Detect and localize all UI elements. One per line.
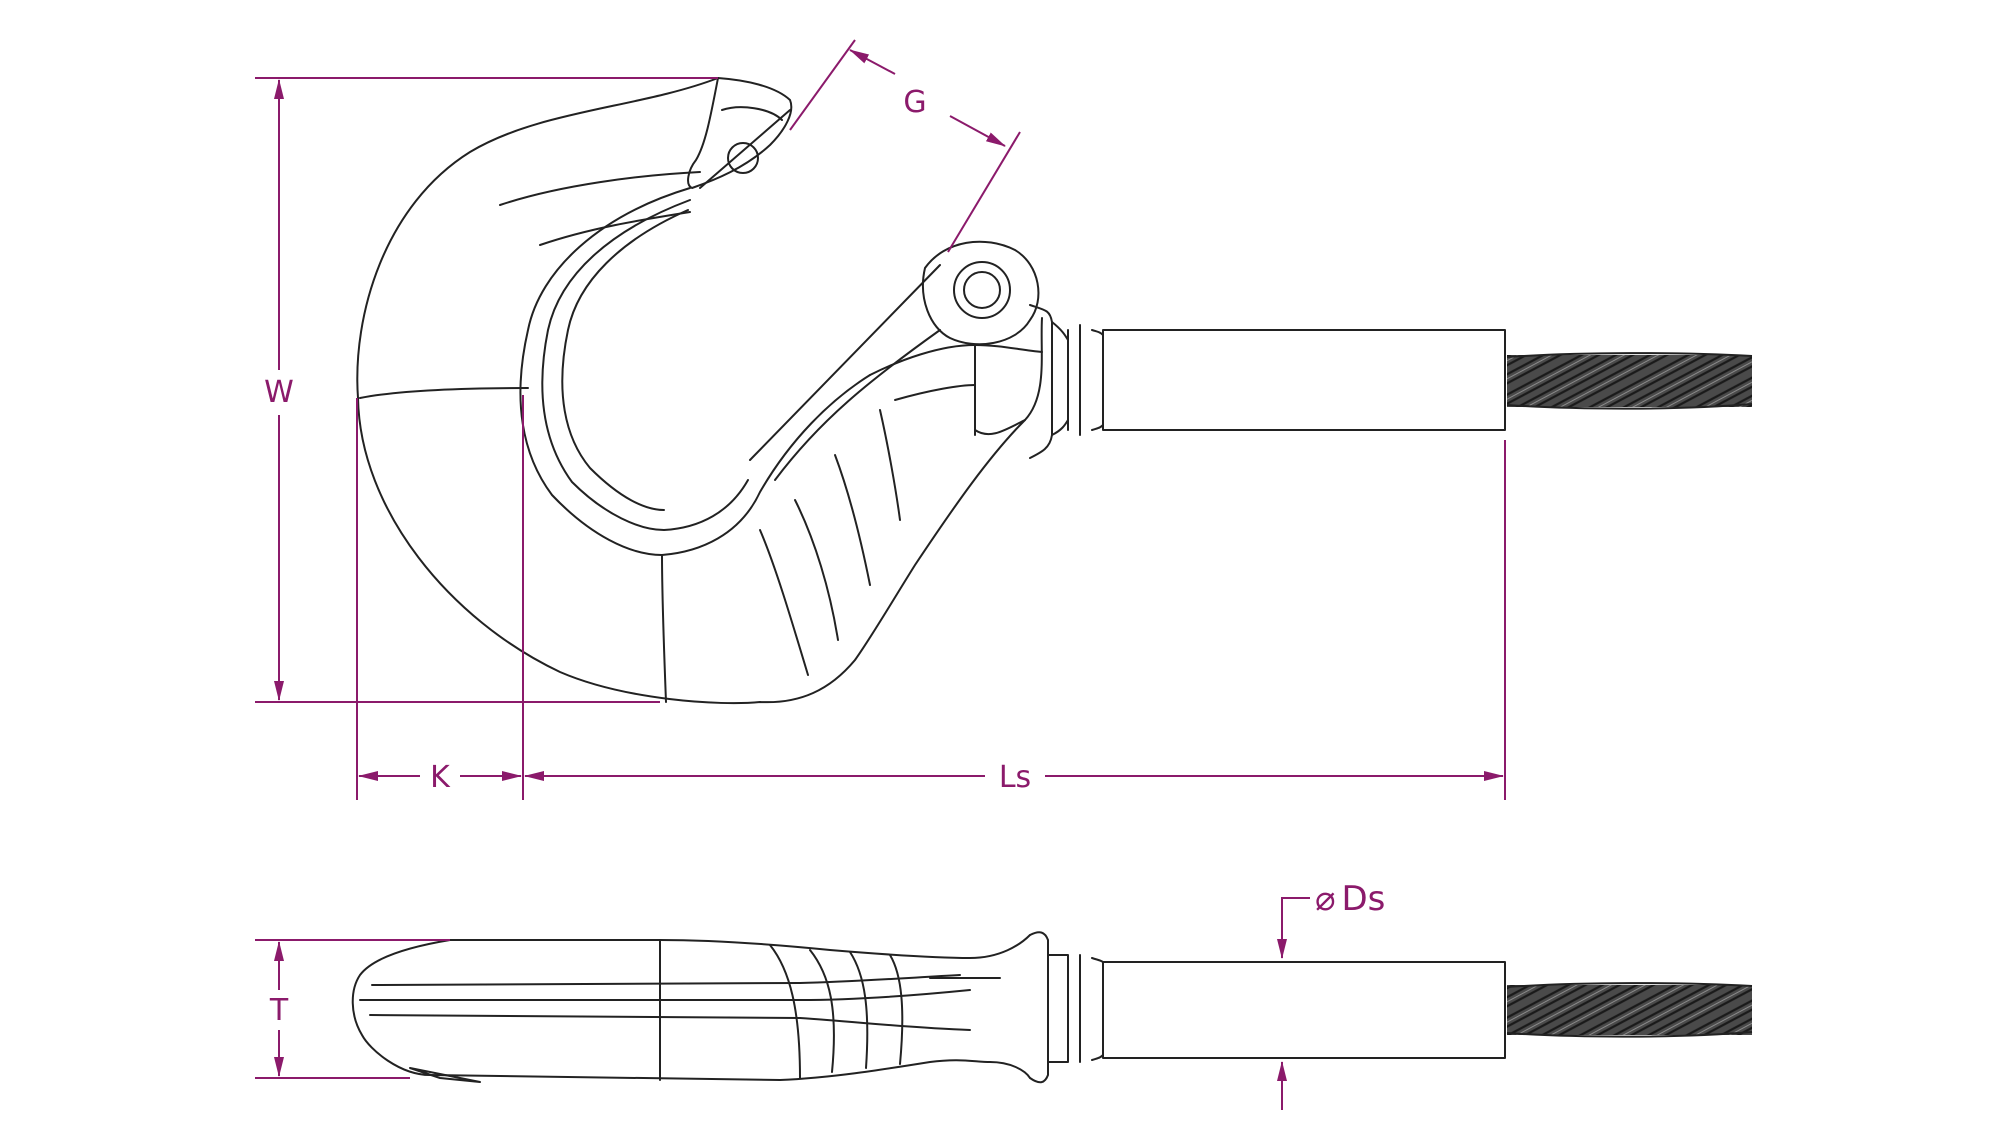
hook-inner-groove-2 xyxy=(561,209,689,511)
label-w: W xyxy=(264,375,294,410)
hook-front-view xyxy=(351,931,1506,1084)
front-shank-ferrule xyxy=(1102,961,1506,1059)
section-line-3 xyxy=(759,529,809,676)
g-dimension-lower xyxy=(949,115,1006,147)
label-g: G xyxy=(903,85,926,120)
body-profile xyxy=(351,939,1031,1081)
dimension-labels: G W K Ls T ⌀Ds xyxy=(264,85,1385,1028)
front-collar xyxy=(1029,931,1104,1084)
ds-text: Ds xyxy=(1341,879,1385,919)
hook-tip-inner xyxy=(721,106,783,121)
diameter-symbol: ⌀ xyxy=(1315,879,1335,919)
neck-line xyxy=(894,384,976,401)
latch-swivel-eye xyxy=(921,240,1040,346)
profile-line-1 xyxy=(359,989,971,1001)
g-extension-tip xyxy=(789,39,856,131)
section-line-4 xyxy=(794,499,839,641)
g-extension-latch xyxy=(947,131,1021,253)
section-line-bottom xyxy=(661,554,667,703)
section-line-6 xyxy=(879,409,901,521)
ds-leader xyxy=(1277,897,1310,959)
safety-latch xyxy=(699,109,941,461)
label-t: T xyxy=(269,993,289,1028)
dimension-lines xyxy=(255,39,1506,1110)
hook-upper-groove xyxy=(499,171,701,206)
profile-line-2 xyxy=(369,1014,971,1031)
section-line-5 xyxy=(834,454,871,586)
label-ds: ⌀Ds xyxy=(1315,879,1385,919)
label-ls: Ls xyxy=(999,760,1031,795)
section-line-d xyxy=(849,951,869,1069)
hook-inner-contour xyxy=(519,187,871,556)
tip-shoe xyxy=(409,1067,481,1083)
neck-upper xyxy=(869,344,1043,376)
hook-outer-contour xyxy=(356,77,1043,705)
section-line-e xyxy=(889,954,904,1065)
latch-body xyxy=(774,329,941,481)
neck-lower xyxy=(974,419,1026,436)
section-line-c xyxy=(809,949,835,1073)
shank-ferrule xyxy=(1102,329,1506,431)
hook-tip xyxy=(687,77,793,189)
hook-inner-groove xyxy=(541,199,749,531)
hook-upper-groove-2 xyxy=(539,211,691,246)
latch-pin-hole xyxy=(727,142,759,174)
profile-line-3 xyxy=(371,974,961,986)
wire-rope-top xyxy=(1506,352,1753,410)
section-line-b xyxy=(769,944,801,1079)
wire-rope-bottom xyxy=(1506,982,1753,1038)
section-line-left xyxy=(359,387,529,399)
g-dimension-upper xyxy=(849,49,896,75)
hook-side-view xyxy=(356,77,1506,705)
body-profile-top xyxy=(449,934,1031,959)
label-k: K xyxy=(430,760,451,795)
